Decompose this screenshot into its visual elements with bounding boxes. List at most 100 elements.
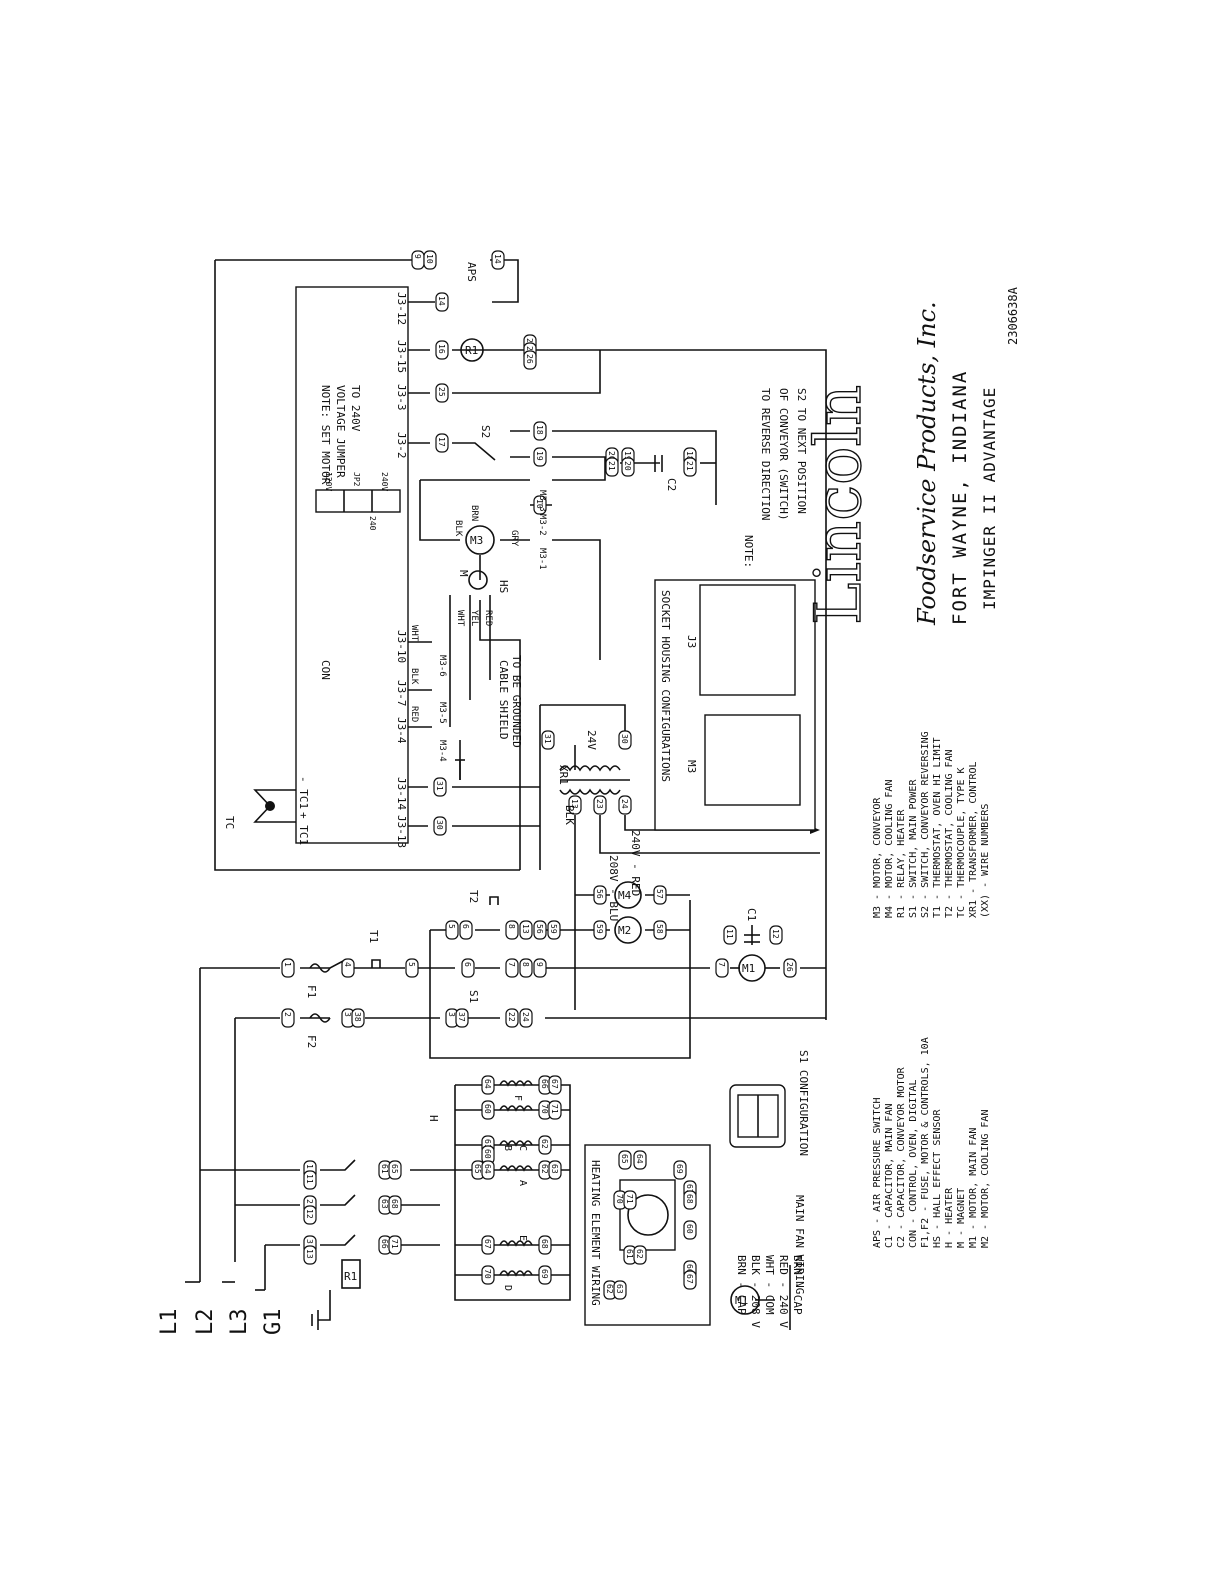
legend-entry: S2 - SWITCH, CONVEYOR REVERSING <box>920 731 931 918</box>
wire-terminal: 2 <box>281 1008 295 1028</box>
svg-text:M3: M3 <box>470 534 483 547</box>
legend-entry: CON - CONTROL, OVEN, DIGITAL <box>908 1079 919 1248</box>
wire-number: 60 <box>685 1224 694 1234</box>
m3-6-label: M3-6 <box>437 655 447 677</box>
wire-number: 24 <box>521 1012 530 1022</box>
wire-number: 12 <box>771 929 780 939</box>
wire-terminal: 64 <box>481 1160 495 1180</box>
wire-terminal: 26 <box>523 350 537 370</box>
wire-number: 19 <box>623 451 632 461</box>
j3-12-label: J3-12 <box>395 292 408 325</box>
s1-label: S1 <box>467 990 480 1003</box>
wire-number: 10 <box>535 499 544 509</box>
wire-terminal: 67 <box>481 1235 495 1255</box>
wire-terminal: 7 <box>505 958 519 978</box>
con-label: CON <box>319 660 332 680</box>
wire-number: 26 <box>525 354 534 364</box>
wire-number: 19 <box>535 451 544 461</box>
f2-label: F2 <box>305 1035 318 1048</box>
legend-entry: APS - AIR PRESSURE SWITCH <box>872 1097 883 1248</box>
wire-number: 63 <box>380 1199 389 1209</box>
relay-r1: R1 <box>460 338 484 362</box>
wire-terminal: 64 <box>481 1075 495 1095</box>
wht-con-label: WHT <box>409 625 419 642</box>
wire-terminal: 38 <box>351 1008 365 1028</box>
blk-m3-label: BLK <box>453 520 463 537</box>
wire-terminal: 10 <box>533 495 547 515</box>
wire-terminal: 5 <box>445 920 459 940</box>
wire-number: 21 <box>685 461 694 471</box>
wire-terminal: 68 <box>388 1195 402 1215</box>
wire-terminal: 17 <box>435 433 449 453</box>
wire-number: 69 <box>675 1164 684 1174</box>
brand-logo: Lincoln <box>802 385 876 625</box>
socket-title: SOCKET HOUSING CONFIGURATIONS <box>659 590 672 782</box>
legend-entry: R1 - RELAY, HEATER <box>896 809 907 918</box>
wire-number: 24 <box>620 799 629 809</box>
fan-wire-4: RED - 240 V <box>777 1255 790 1328</box>
wire-terminal: 66 <box>378 1235 392 1255</box>
red-hs-label: RED <box>483 610 493 626</box>
doc-number: 2306638A <box>1006 286 1020 345</box>
t2-label: T2 <box>467 890 480 903</box>
wire-number: 65 <box>620 1154 629 1164</box>
motor-m1: M1 <box>738 954 766 982</box>
wire-number: 66 <box>685 1264 694 1274</box>
element-a: A <box>517 1180 528 1186</box>
element-f: F <box>512 1095 523 1101</box>
s1-config-title: S1 CONFIGURATION <box>797 1050 810 1156</box>
legend-entry: M4 - MOTOR, COOLING FAN <box>884 780 895 918</box>
motor-m3: M3 <box>465 525 495 555</box>
j3-14-label: J3-14 <box>395 777 408 810</box>
wire-terminal: 12 <box>303 1205 317 1225</box>
wire-number: 57 <box>655 889 664 899</box>
wire-terminal: 8 <box>505 920 519 940</box>
wire-number: 3 <box>447 1012 456 1017</box>
wire-terminal: 31 <box>433 777 447 797</box>
svg-text:M1: M1 <box>742 962 755 975</box>
red-con-label: RED <box>409 706 419 722</box>
svg-text:R1: R1 <box>465 344 478 357</box>
wire-terminal: 11 <box>723 925 737 945</box>
wire-terminal: 21 <box>683 457 697 477</box>
wire-number: 6 <box>463 962 472 967</box>
components: R1 M3 M4 M2 M1 M1 R1 <box>253 338 766 1315</box>
wire-terminal: 26 <box>783 958 797 978</box>
wire-terminal: 12 <box>769 925 783 945</box>
wire-terminal: 8 <box>519 958 533 978</box>
wire-number: 38 <box>353 1012 362 1022</box>
magnet <box>468 570 488 590</box>
blk-xr1-label: BLK <box>563 805 576 825</box>
legend-entry: XR1 - TRANSFORMER, CONTROL <box>968 761 979 918</box>
m3-1-label: M3-1 <box>537 548 547 570</box>
wire-terminal: 71 <box>623 1190 637 1210</box>
wire-number: 11 <box>305 1174 314 1184</box>
wire-terminal: 69 <box>673 1160 687 1180</box>
reverse-note-1: NOTE: <box>742 535 755 568</box>
wire-terminal: 71 <box>548 1100 562 1120</box>
tc-label: TC <box>223 816 236 829</box>
legend-entry: S1 - SWITCH, MAIN POWER <box>908 779 919 918</box>
m3-4-label: M3-4 <box>437 740 447 762</box>
wire-number: 66 <box>540 1079 549 1089</box>
wire-number: 30 <box>435 820 444 830</box>
wire-number: 1 <box>283 962 292 967</box>
thermocouple-tc <box>253 789 296 823</box>
legend-entry: (XX) - WIRE NUMBERS <box>980 804 991 918</box>
wire-terminal: 70 <box>481 1265 495 1285</box>
wire-number: 56 <box>535 924 544 934</box>
wire-terminal: 68 <box>683 1190 697 1210</box>
wire-number: 64 <box>483 1164 492 1174</box>
wire-terminal: 13 <box>519 920 533 940</box>
wire-number: 20 <box>623 461 632 471</box>
aps-label: APS <box>465 262 478 282</box>
wire-terminal: 18 <box>533 421 547 441</box>
wire-number: 18 <box>685 451 694 461</box>
element-b: B <box>502 1145 513 1151</box>
wire-number: 62 <box>605 1284 614 1294</box>
wire-terminal: 57 <box>653 885 667 905</box>
wire-terminal: 20 <box>621 457 635 477</box>
wire-number: 62 <box>635 1249 644 1259</box>
socket-j3-label: J3 <box>685 635 698 648</box>
